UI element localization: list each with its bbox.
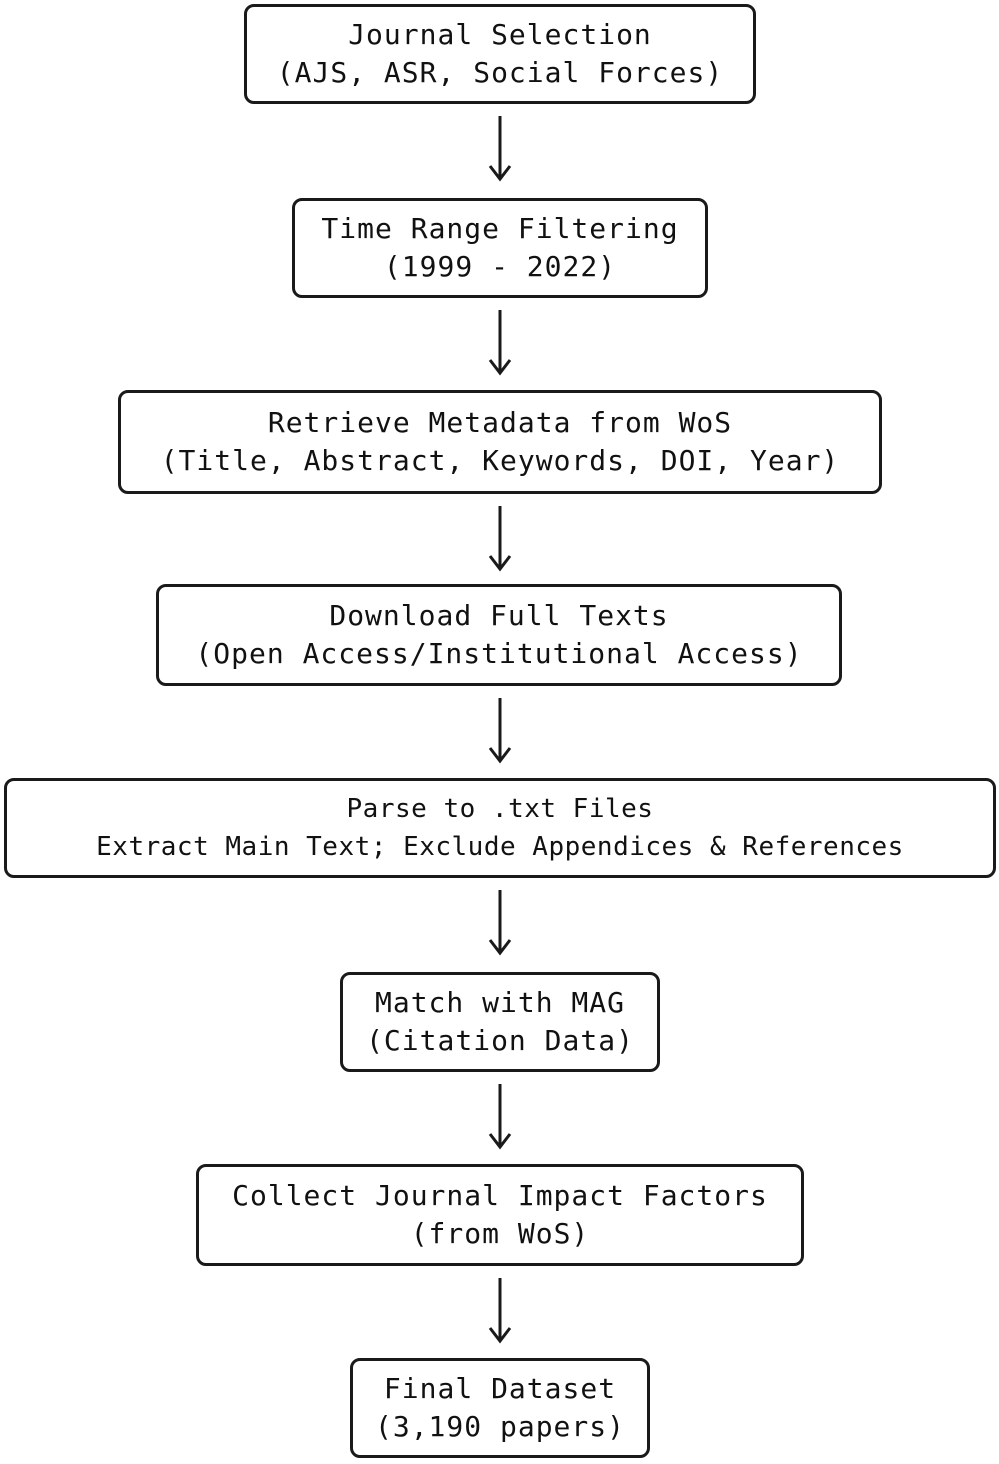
arrow-down-icon	[484, 1082, 516, 1150]
arrow-down-icon	[484, 114, 516, 182]
step-detail: (from WoS)	[410, 1217, 590, 1250]
step-time-range-filtering: Time Range Filtering (1999 - 2022)	[292, 198, 708, 298]
step-title: Journal Selection	[348, 18, 652, 51]
step-journal-selection: Journal Selection (AJS, ASR, Social Forc…	[244, 4, 756, 104]
step-match-with-mag: Match with MAG (Citation Data)	[340, 972, 660, 1072]
step-detail: (AJS, ASR, Social Forces)	[276, 56, 724, 89]
step-title: Final Dataset	[383, 1372, 617, 1405]
step-parse-to-txt: Parse to .txt Files Extract Main Text; E…	[4, 778, 996, 878]
step-retrieve-metadata: Retrieve Metadata from WoS (Title, Abstr…	[118, 390, 882, 494]
arrow-down-icon	[484, 504, 516, 572]
step-detail: (Citation Data)	[366, 1024, 634, 1057]
step-title: Parse to .txt Files	[346, 794, 654, 824]
step-detail: Extract Main Text; Exclude Appendices & …	[96, 832, 904, 862]
step-detail: (Title, Abstract, Keywords, DOI, Year)	[160, 444, 840, 477]
step-collect-impact-factors: Collect Journal Impact Factors (from WoS…	[196, 1164, 804, 1266]
arrow-down-icon	[484, 308, 516, 376]
step-title: Time Range Filtering	[321, 212, 679, 245]
step-detail: (3,190 papers)	[374, 1410, 625, 1443]
step-detail: (Open Access/Institutional Access)	[195, 637, 803, 670]
step-title: Download Full Texts	[329, 599, 669, 632]
step-title: Match with MAG	[374, 986, 625, 1019]
step-detail: (1999 - 2022)	[383, 250, 617, 283]
arrow-down-icon	[484, 888, 516, 956]
step-title: Retrieve Metadata from WoS	[267, 406, 733, 439]
arrow-down-icon	[484, 696, 516, 764]
arrow-down-icon	[484, 1276, 516, 1344]
step-final-dataset: Final Dataset (3,190 papers)	[350, 1358, 650, 1458]
step-download-full-texts: Download Full Texts (Open Access/Institu…	[156, 584, 842, 686]
step-title: Collect Journal Impact Factors	[232, 1179, 768, 1212]
